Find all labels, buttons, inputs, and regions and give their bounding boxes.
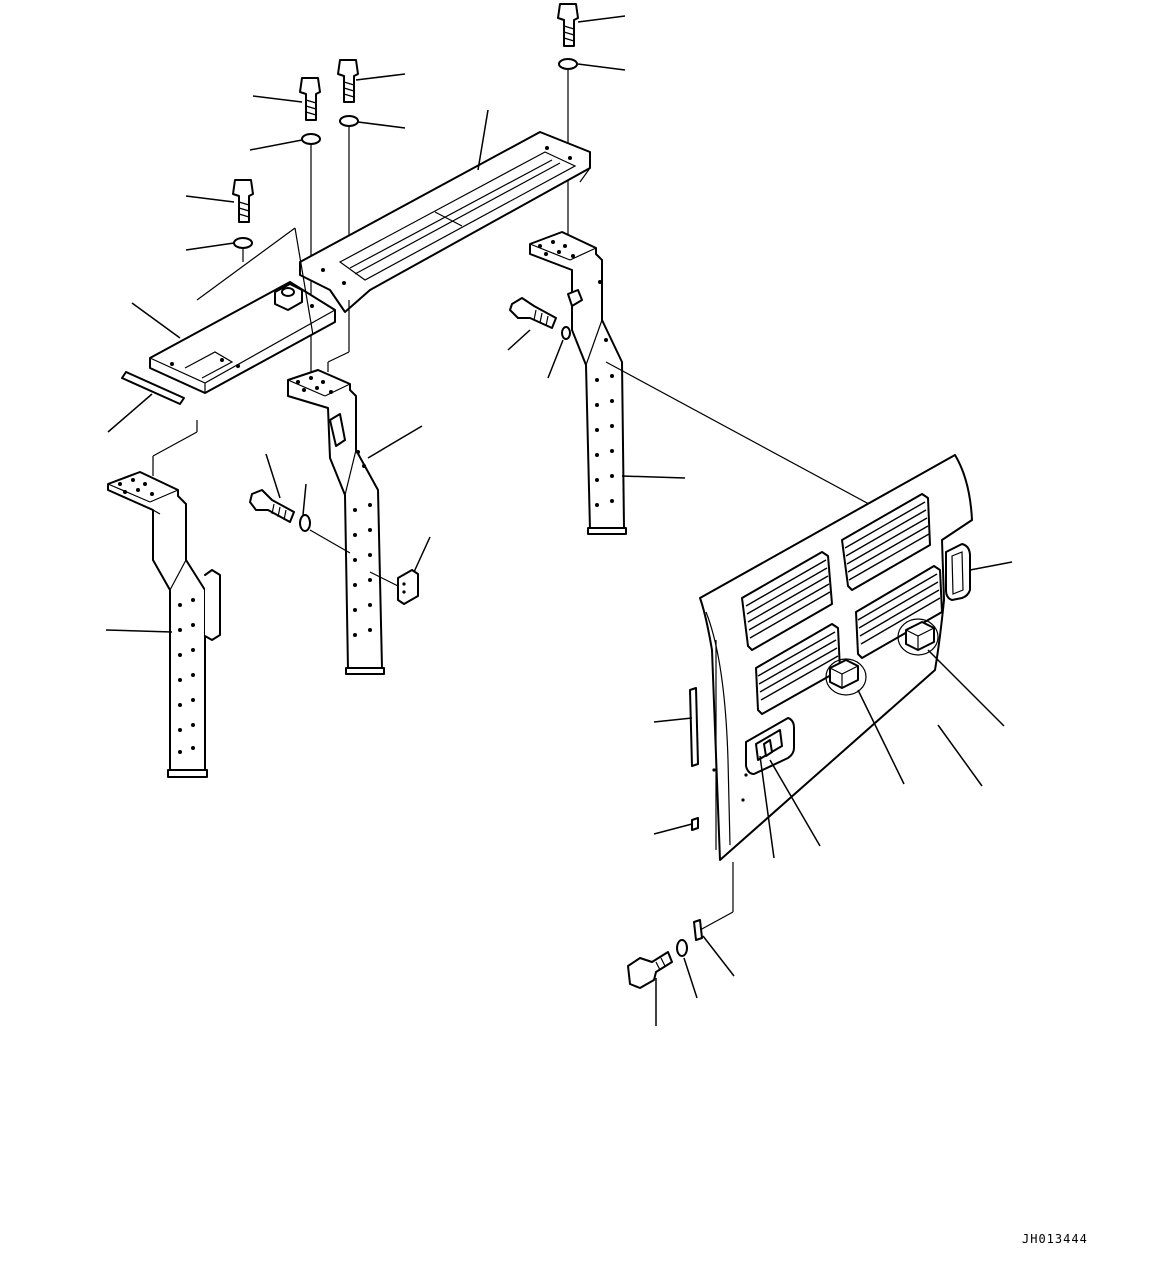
washer-top-left [301,133,321,145]
side-grip [945,543,971,601]
right-pillar [529,231,627,535]
washer-right [561,326,571,340]
panel-clip [691,817,699,831]
top-rail [299,131,591,313]
bolt-top-right [557,3,579,47]
middle-pillar [287,369,385,675]
stopper-left [829,659,859,689]
bolt-right-horizontal [509,297,557,329]
washer-middle [299,514,311,532]
bolt-top-middle [337,59,359,103]
bolt-top-left [299,77,321,121]
nut-bottom [693,919,703,941]
stopper-right [905,621,935,651]
washer-top-middle [339,115,359,127]
mounting-plate [149,281,336,394]
bolt-plate [232,179,254,223]
washer-bottom [676,939,688,957]
seal-strip-left [121,371,185,405]
left-pillar [107,471,221,778]
callout-leaders [105,15,1013,1026]
bolt-middle-horizontal [249,489,295,523]
washer-top-right [558,58,578,70]
clip-plate [397,569,419,605]
washer-plate [233,237,253,249]
rear-panel [699,454,973,861]
seal-strip-panel [689,687,699,767]
bolt-bottom [627,951,673,989]
drawing-code: JH013444 [1022,1232,1088,1246]
